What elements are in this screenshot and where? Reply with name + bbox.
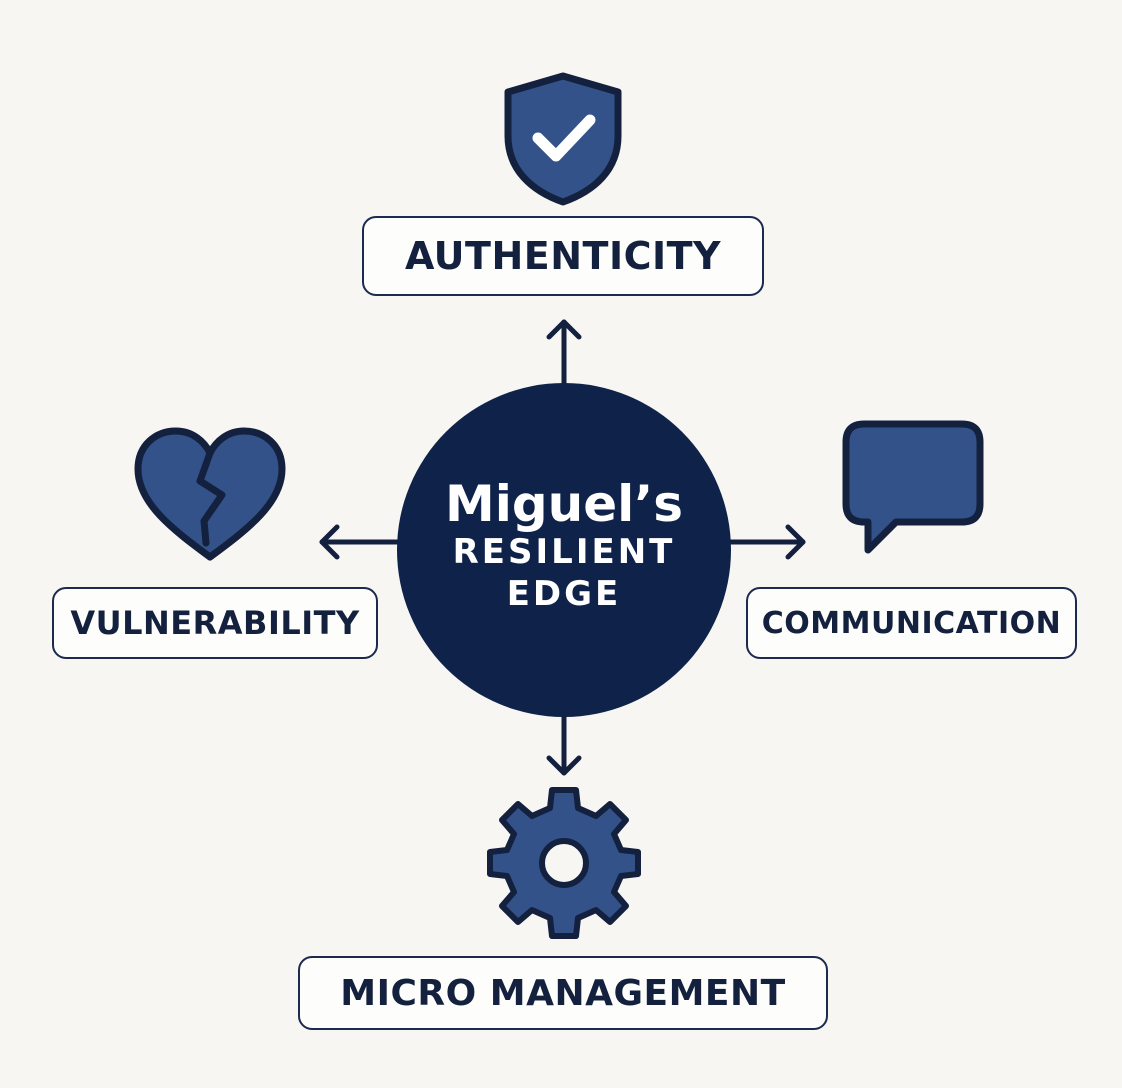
arrowhead-up xyxy=(546,319,582,340)
node-communication: COMMUNICATION xyxy=(746,587,1077,659)
micro-management-label: MICRO MANAGEMENT xyxy=(340,972,786,1014)
authenticity-label: AUTHENTICITY xyxy=(404,234,722,278)
shield-check-icon xyxy=(504,72,622,206)
node-authenticity: AUTHENTICITY xyxy=(362,216,764,296)
arrowhead-right xyxy=(785,524,806,560)
center-line-resilient: RESILIENT xyxy=(452,531,676,572)
node-micro-management: MICRO MANAGEMENT xyxy=(298,956,828,1030)
arrowhead-left xyxy=(319,524,340,560)
center-line-edge: EDGE xyxy=(506,574,622,615)
speech-bubble-icon xyxy=(842,420,984,554)
communication-label: COMMUNICATION xyxy=(761,605,1062,641)
gear-icon xyxy=(487,787,641,939)
vulnerability-label: VULNERABILITY xyxy=(70,604,360,642)
center-name: Miguel’s xyxy=(444,475,684,534)
arrowhead-down xyxy=(546,755,582,776)
center-node: Miguel’s RESILIENT EDGE xyxy=(397,383,731,717)
node-vulnerability: VULNERABILITY xyxy=(52,587,378,659)
broken-heart-icon xyxy=(134,427,286,561)
